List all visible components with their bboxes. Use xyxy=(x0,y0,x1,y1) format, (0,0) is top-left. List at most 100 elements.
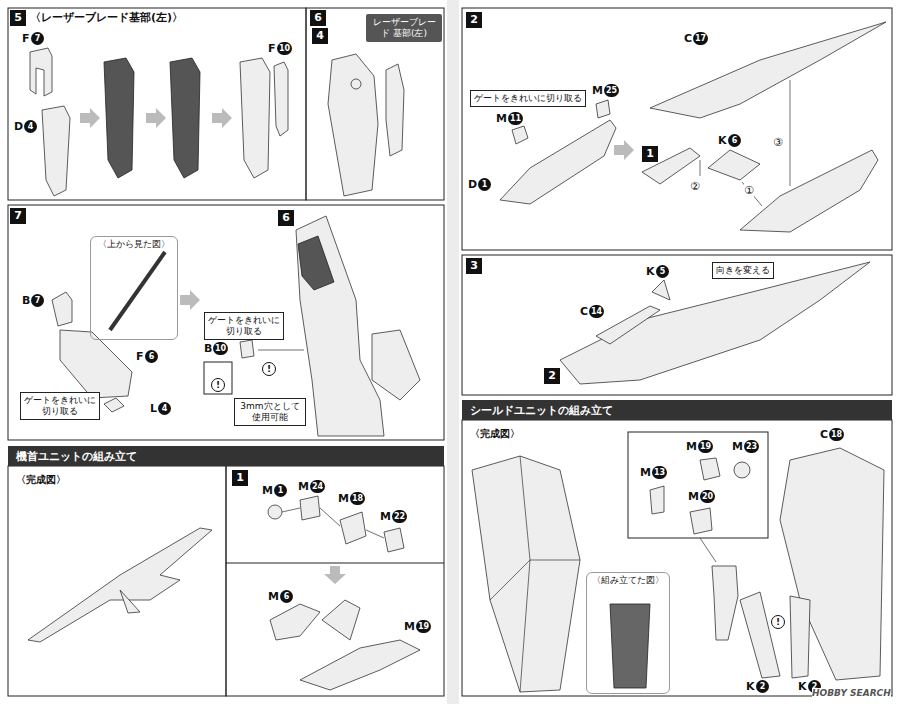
part xyxy=(690,508,712,534)
part-letter: D xyxy=(14,120,23,133)
node-text: ゲートをきれいに 切り取る xyxy=(24,395,96,416)
part xyxy=(642,148,700,184)
step-arrow xyxy=(212,108,232,128)
step-arrow xyxy=(614,140,634,160)
part xyxy=(300,640,420,690)
step-number: 5 xyxy=(10,10,26,26)
caution-mark: ! xyxy=(771,615,785,629)
view-caption: 〈完成図〉 xyxy=(16,474,66,486)
leader-line xyxy=(700,160,701,176)
part-letter: B xyxy=(204,342,212,355)
note-box: 向きを変える xyxy=(712,262,774,279)
part-number: 18 xyxy=(829,428,844,441)
step-panel xyxy=(462,8,892,250)
step-arrow xyxy=(180,290,200,310)
part-number: 13 xyxy=(652,466,667,479)
node-text: 向きを変える xyxy=(716,265,770,275)
node-text: シールドユニットの組み立て xyxy=(470,403,613,418)
part xyxy=(740,150,878,232)
part-letter: D xyxy=(468,178,477,191)
joint xyxy=(351,79,361,89)
step-number: 2 xyxy=(544,368,560,384)
node-text: ゲートをきれいに 切り取る xyxy=(208,315,280,336)
arm-part xyxy=(328,54,378,196)
view-caption: 〈完成図〉 xyxy=(470,428,520,440)
step-number: 1 xyxy=(232,470,248,486)
part-number: 22 xyxy=(392,510,407,523)
part xyxy=(30,48,52,96)
leader-line xyxy=(366,530,384,538)
part-number: 25 xyxy=(604,84,619,97)
part xyxy=(500,120,616,204)
part xyxy=(52,292,72,326)
node-text: 機首ユニットの組み立て xyxy=(16,449,137,464)
part-number: 17 xyxy=(693,32,708,45)
part-number: 10 xyxy=(277,42,292,55)
part-letter: M xyxy=(592,84,603,97)
part-letter: M xyxy=(640,466,651,479)
fin xyxy=(120,590,140,613)
assembled-view xyxy=(610,604,650,688)
step-number: 4 xyxy=(312,28,328,44)
node-text: 3mm穴として 使用可能 xyxy=(240,401,299,422)
part-number: 23 xyxy=(744,440,759,453)
part xyxy=(596,306,660,344)
part-letter: M xyxy=(380,510,391,523)
watermark: HOBBY SEARCH xyxy=(812,688,891,699)
part xyxy=(274,62,288,136)
leader-line xyxy=(320,508,340,526)
part-letter: M xyxy=(496,112,507,125)
part-letter: M xyxy=(404,620,415,633)
shield-unit xyxy=(472,456,580,692)
detail-box xyxy=(628,432,768,538)
node-text: 〈上から見た図〉 xyxy=(91,239,177,250)
part xyxy=(268,505,282,519)
part-number: 20 xyxy=(700,490,715,503)
part xyxy=(42,106,70,196)
part-number: 5 xyxy=(656,265,669,278)
part xyxy=(650,486,664,514)
part xyxy=(700,458,720,480)
part xyxy=(734,462,750,478)
node-text: 2 xyxy=(470,14,478,26)
part-number: 4 xyxy=(24,120,37,133)
step-number: 6 xyxy=(310,10,326,26)
part-number: 7 xyxy=(31,294,44,307)
part-number: 4 xyxy=(158,402,171,415)
arm-part xyxy=(296,216,384,436)
detail-box xyxy=(204,362,232,394)
part xyxy=(170,58,200,178)
part xyxy=(104,58,134,178)
leader-line xyxy=(742,182,762,206)
node-text: 6 xyxy=(282,212,290,224)
panel-line xyxy=(490,456,580,692)
inset-view: 〈上から見た図〉 xyxy=(90,236,178,340)
step-panel xyxy=(8,8,306,200)
step-number: 2 xyxy=(466,12,482,28)
step-number: 6 xyxy=(278,210,294,226)
part xyxy=(384,528,404,552)
part-number: 14 xyxy=(589,305,604,318)
node-text: 4 xyxy=(316,30,324,42)
part xyxy=(240,340,254,358)
part xyxy=(298,236,334,290)
step-arrow xyxy=(80,108,100,128)
step-panel xyxy=(462,420,892,696)
part-number: 1 xyxy=(478,178,491,191)
part-number: 24 xyxy=(310,480,325,493)
node-text: 5 xyxy=(14,12,22,24)
part-number: 18 xyxy=(350,492,365,505)
part-letter: C xyxy=(580,305,588,318)
part-letter: M xyxy=(686,440,697,453)
inset-view: 〈組み立てた図〉 xyxy=(586,572,670,694)
step-panel xyxy=(8,205,444,440)
note-box: ゲートをきれいに 切り取る xyxy=(20,392,100,420)
part-letter: F xyxy=(136,350,144,363)
part-number: 1 xyxy=(274,484,287,497)
part xyxy=(60,330,132,398)
part-letter: K xyxy=(746,680,755,693)
part xyxy=(740,592,780,678)
blade-rod xyxy=(110,252,165,330)
